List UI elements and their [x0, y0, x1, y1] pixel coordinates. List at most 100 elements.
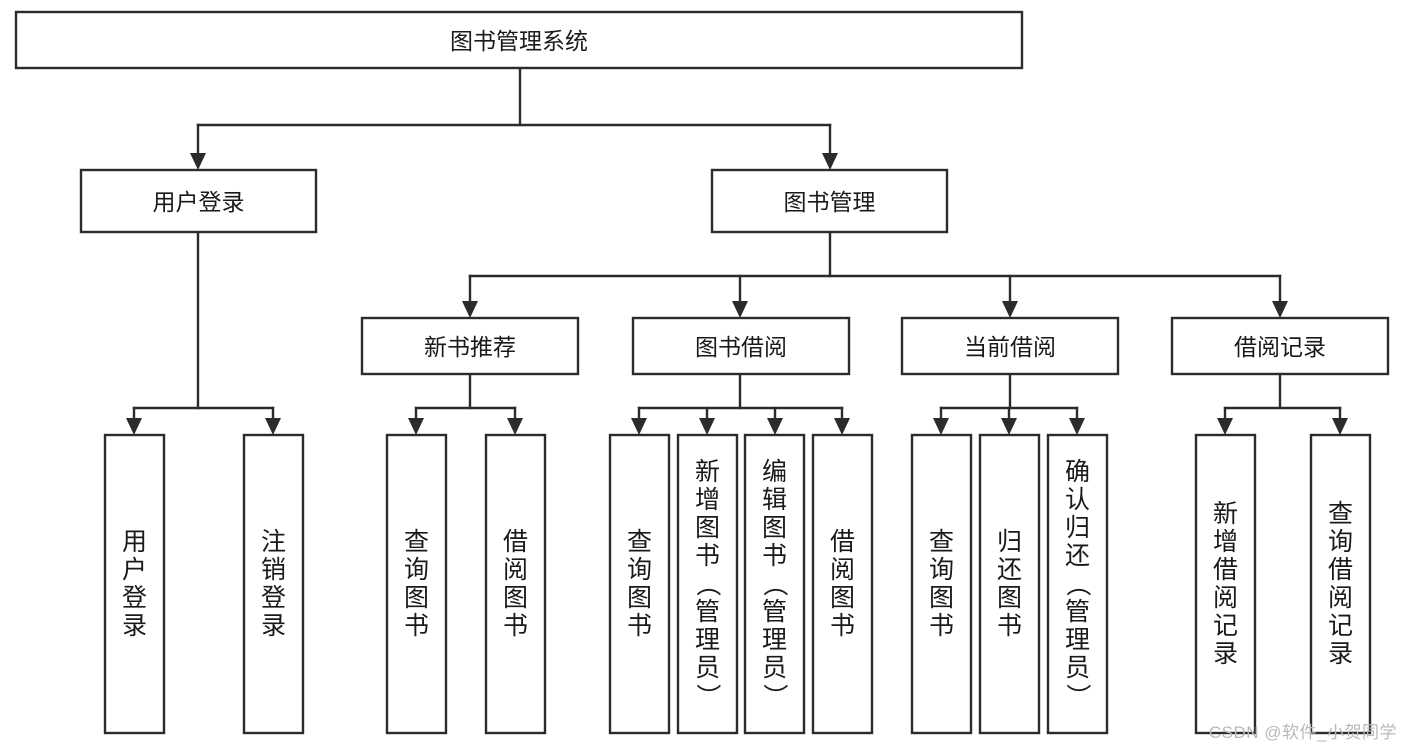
- node-label-char: 书: [627, 612, 652, 640]
- node-label-char: 书: [929, 612, 954, 640]
- node-box[interactable]: [1194, 433, 1257, 735]
- node-label-char: 询: [929, 556, 954, 584]
- node-label-char: 查: [404, 528, 429, 556]
- node-box[interactable]: [14, 10, 1024, 70]
- arrow-head-icon: [767, 418, 783, 435]
- node-label-char: 还: [997, 556, 1022, 584]
- node-label-char: 管: [1065, 598, 1090, 626]
- node-label: 用户登录: [153, 189, 245, 215]
- node-label-char: 登: [122, 584, 147, 612]
- node-box[interactable]: [1170, 316, 1390, 376]
- node-label-char: 录: [122, 612, 147, 640]
- node-box[interactable]: [103, 433, 166, 735]
- arrow-head-icon: [834, 418, 850, 435]
- node-label-char: 记: [1213, 612, 1238, 640]
- arrow-head-icon: [822, 153, 838, 170]
- node-label-char: 图: [695, 514, 720, 542]
- arrow-head-icon: [408, 418, 424, 435]
- node-box[interactable]: [360, 316, 580, 376]
- leaf-node[interactable]: 用户登录: [103, 433, 166, 735]
- node-box[interactable]: [484, 433, 547, 735]
- level3-node[interactable]: 新书推荐: [360, 316, 580, 376]
- node-label-char: 用: [122, 528, 147, 556]
- root-node[interactable]: 图书管理系统: [14, 10, 1024, 70]
- node-label-char: 新: [1213, 500, 1238, 528]
- node-label-char: 理: [1065, 626, 1090, 654]
- arrow-head-icon: [126, 418, 142, 435]
- arrow-head-icon: [1069, 418, 1085, 435]
- node-label-char: 借: [503, 528, 528, 556]
- node-box[interactable]: [242, 433, 305, 735]
- node-box[interactable]: [79, 168, 318, 234]
- node-label-char: 图: [404, 584, 429, 612]
- node-label-char: 询: [1328, 528, 1353, 556]
- level3-node[interactable]: 借阅记录: [1170, 316, 1390, 376]
- node-box[interactable]: [900, 316, 1120, 376]
- node-box[interactable]: [710, 168, 949, 234]
- arrow-head-icon: [699, 418, 715, 435]
- node-label-char: 书: [404, 612, 429, 640]
- nodes-layer: 图书管理系统用户登录图书管理新书推荐图书借阅当前借阅借阅记录用户登录注销登录查询…: [14, 10, 1390, 735]
- node-label-char: （: [761, 571, 789, 596]
- node-label-char: 录: [1213, 640, 1238, 668]
- node-label-char: 确: [1065, 458, 1090, 486]
- node-label-char: 图: [627, 584, 652, 612]
- node-box[interactable]: [811, 433, 874, 735]
- node-label-char: 归: [1065, 514, 1090, 542]
- node-label-char: ）: [761, 683, 789, 708]
- node-label-char: 注: [261, 528, 286, 556]
- node-label-char: 录: [1328, 640, 1353, 668]
- node-label: 图书管理系统: [450, 28, 588, 54]
- node-label-char: 辑: [762, 486, 787, 514]
- node-label-char: 员: [695, 654, 720, 682]
- node-box[interactable]: [631, 316, 851, 376]
- level2-node[interactable]: 用户登录: [79, 168, 318, 234]
- node-label-char: 查: [627, 528, 652, 556]
- node-box[interactable]: [743, 433, 806, 735]
- node-box[interactable]: [608, 433, 671, 735]
- level3-node[interactable]: 图书借阅: [631, 316, 851, 376]
- level2-node[interactable]: 图书管理: [710, 168, 949, 234]
- node-label-char: 户: [122, 556, 147, 584]
- node-box[interactable]: [385, 433, 448, 735]
- node-label: 当前借阅: [964, 334, 1056, 360]
- node-label-char: 询: [404, 556, 429, 584]
- arrow-head-icon: [631, 418, 647, 435]
- node-label-char: ）: [1064, 683, 1092, 708]
- node-label-char: 理: [762, 626, 787, 654]
- node-box[interactable]: [1309, 433, 1372, 735]
- node-label-char: 管: [762, 598, 787, 626]
- node-label-char: 员: [762, 654, 787, 682]
- node-label-char: 书: [762, 542, 787, 570]
- node-box[interactable]: [676, 433, 739, 735]
- arrow-head-icon: [1001, 418, 1017, 435]
- node-box[interactable]: [978, 433, 1041, 735]
- node-box[interactable]: [1046, 433, 1109, 735]
- node-label-char: 归: [997, 528, 1022, 556]
- level3-node[interactable]: 当前借阅: [900, 316, 1120, 376]
- node-box[interactable]: [910, 433, 973, 735]
- node-label-char: 查: [1328, 500, 1353, 528]
- node-label: 图书管理: [784, 189, 876, 215]
- arrow-head-icon: [462, 301, 478, 318]
- node-label-char: （: [694, 571, 722, 596]
- node-label-char: 书: [830, 612, 855, 640]
- node-label-char: 图: [762, 514, 787, 542]
- node-label-char: 增: [1213, 528, 1238, 556]
- node-label-char: 借: [1328, 556, 1353, 584]
- node-label: 图书借阅: [695, 334, 787, 360]
- arrow-head-icon: [265, 418, 281, 435]
